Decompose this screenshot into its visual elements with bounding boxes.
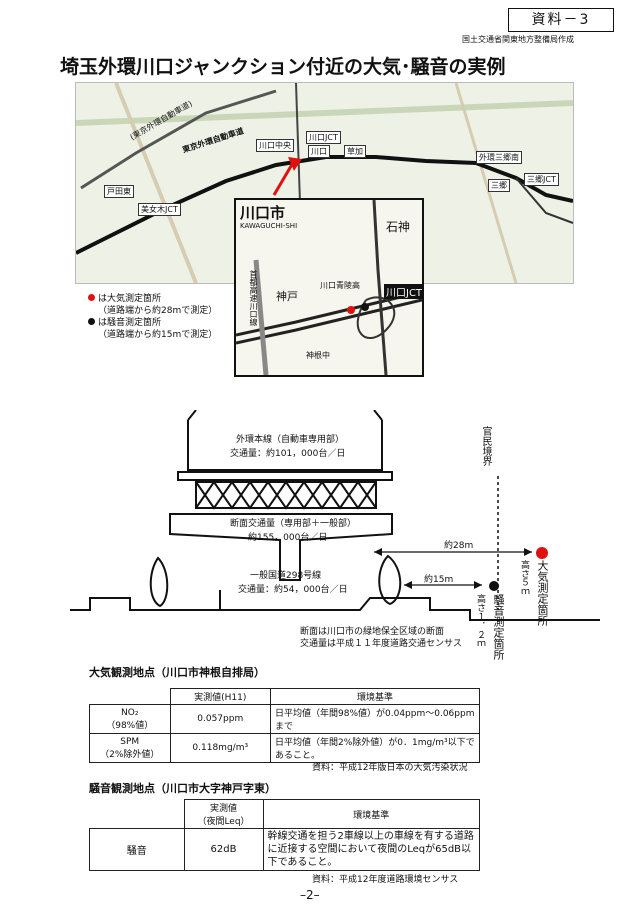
no2-sub: （98%値） xyxy=(106,720,154,731)
inset-ishigami: 石神 xyxy=(386,220,411,234)
air-point-label: 大気測定箇所 xyxy=(536,560,549,626)
map-label-misato-jct: 三郷JCT xyxy=(524,173,559,186)
inset-vertical-road: 首都高速川口線 xyxy=(249,270,258,326)
inset-city: 川口市 xyxy=(240,204,286,222)
spm-sub: （2%除外値） xyxy=(100,749,160,760)
map-label-misato: 三郷 xyxy=(488,179,510,192)
map-label-kawaguchi-chuo: 川口中央 xyxy=(256,139,294,152)
spm-standard: 日平均値（年間2%除外値）が0．1mg/m³以下であること。 xyxy=(270,733,480,763)
spm-value: 0.118mg/m³ xyxy=(169,733,271,763)
legend-noise-note: （道路端から約15mで測定） xyxy=(98,330,218,340)
cross-section-diagram: 官民境界 外環本線（自動車専用部） 交通量：約101，000台／日 断面交通量（… xyxy=(70,409,610,660)
total-line-label: 断面交通量（専用部＋一般部） xyxy=(230,519,357,529)
air-point-dot xyxy=(536,547,548,559)
boundary-label: 官民境界 xyxy=(480,426,491,466)
noise-standard: 幹線交通を担う2車線以上の車線を有する道路に近接する空間において夜間のLeqが6… xyxy=(262,828,480,871)
page-number: –2– xyxy=(300,888,320,902)
map-label-kawaguchi: 川口 xyxy=(308,145,330,158)
noise-col-standard: 環境基準 xyxy=(262,799,480,829)
map-label-toda-higashi: 戸田東 xyxy=(104,185,134,198)
legend-air: は大気測定箇所 xyxy=(98,294,162,304)
air-section-title: 大気観測地点（川口市神根自排局） xyxy=(89,666,265,679)
map-label-misato-minami: 外環三郷南 xyxy=(476,151,522,164)
pointer-arrow xyxy=(272,160,296,196)
page-title: 埼玉外環川口ジャンクション付近の大気･騒音の実例 xyxy=(60,56,506,78)
organization: 国土交通省関東地方整備局作成 xyxy=(462,35,574,44)
air-col-standard: 環境基準 xyxy=(270,688,480,705)
map-label-soka: 草加 xyxy=(344,145,366,158)
red-dot-icon xyxy=(88,294,95,301)
inset-city-roman: KAWAGUCHI-SHI xyxy=(240,222,298,230)
air-quality-table: 実測値(H11) 環境基準 NO₂ （98%値） 0.057ppm 日平均値（年間… xyxy=(89,688,480,763)
map-label-kawaguchi-jct: 川口JCT xyxy=(306,131,341,144)
inset-roads xyxy=(236,200,422,375)
main-line-label: 外環本線（自動車専用部） xyxy=(236,435,345,445)
air-col-measured: 実測値(H11) xyxy=(169,688,271,705)
air-source: 資料：平成12年版日本の大気汚染状況 xyxy=(312,763,468,773)
note-traffic: 交通量は平成１１年度道路交通センサス xyxy=(300,639,462,649)
inset-school-2: 神根中 xyxy=(306,351,330,360)
document-id: 資料－3 xyxy=(508,8,614,32)
black-dot-icon xyxy=(88,318,95,325)
local-road-label: 一般国道298号線 xyxy=(250,571,322,581)
noise-value: 62dB xyxy=(183,828,264,871)
table-row: 騒音 62dB 幹線交通を担う2車線以上の車線を有する道路に近接する空間において… xyxy=(89,828,480,871)
table-row: NO₂ （98%値） 0.057ppm 日平均値（年間98%値）が0.04ppm～… xyxy=(89,704,480,734)
air-height: 高さ５ｍ xyxy=(519,560,529,596)
inset-map: 川口市 KAWAGUCHI-SHI 石神 神戸 川口青陵高 川口JCT 神根中 … xyxy=(234,198,424,377)
noise-point-label: 騒音測定箇所 xyxy=(492,594,505,660)
map-label-bijogi-jct: 美女木JCT xyxy=(138,203,181,216)
noise-item: 騒音 xyxy=(89,828,185,871)
noise-section-title: 騒音観測地点（川口市大字神戸字東） xyxy=(89,782,276,795)
total-traffic: 約155，000台／日 xyxy=(248,533,328,543)
noise-col-measured: 実測値 xyxy=(209,804,237,814)
local-traffic: 交通量：約54，000台／日 xyxy=(238,585,348,595)
air-point-marker xyxy=(347,306,355,314)
cross-section-drawing xyxy=(70,409,600,621)
distance-28: 約28m xyxy=(444,541,474,551)
noise-point-marker xyxy=(361,303,369,311)
no2-value: 0.057ppm xyxy=(169,704,271,734)
map-legend: は大気測定箇所 （道路端から約28mで測定） は騒音測定箇所 （道路端から約15… xyxy=(88,293,217,341)
inset-school: 川口青陵高 xyxy=(320,281,360,290)
inset-jct: 川口JCT xyxy=(384,284,422,299)
legend-noise: は騒音測定箇所 xyxy=(98,318,162,328)
table-header-row: 実測値(H11) 環境基準 xyxy=(90,688,480,705)
inset-kambe: 神戸 xyxy=(276,290,298,303)
noise-col-measured-sub: （夜間Leq） xyxy=(197,817,250,827)
table-row: SPM （2%除外値） 0.118mg/m³ 日平均値（年間2%除外値）が0．1m… xyxy=(89,733,480,763)
spm-label: SPM xyxy=(120,736,140,747)
noise-table: 実測値 （夜間Leq） 環境基準 騒音 62dB 幹線交通を担う2車線以上の車線を… xyxy=(89,799,480,871)
noise-point-dot xyxy=(489,581,499,591)
distance-15: 約15m xyxy=(424,575,454,585)
legend-air-note: （道路端から約28mで測定） xyxy=(98,306,218,316)
note-section: 断面は川口市の緑地保全区域の断面 xyxy=(300,627,445,637)
no2-standard: 日平均値（年間98%値）が0.04ppm～0.06ppmまで xyxy=(270,704,480,734)
noise-source: 資料：平成12年度道路環境センサス xyxy=(312,875,459,885)
noise-height: 高さ１．２ｍ xyxy=(475,594,485,648)
no2-label: NO₂ xyxy=(121,707,139,718)
table-header-row: 実測値 （夜間Leq） 環境基準 xyxy=(90,799,480,829)
main-traffic: 交通量：約101，000台／日 xyxy=(230,449,346,459)
